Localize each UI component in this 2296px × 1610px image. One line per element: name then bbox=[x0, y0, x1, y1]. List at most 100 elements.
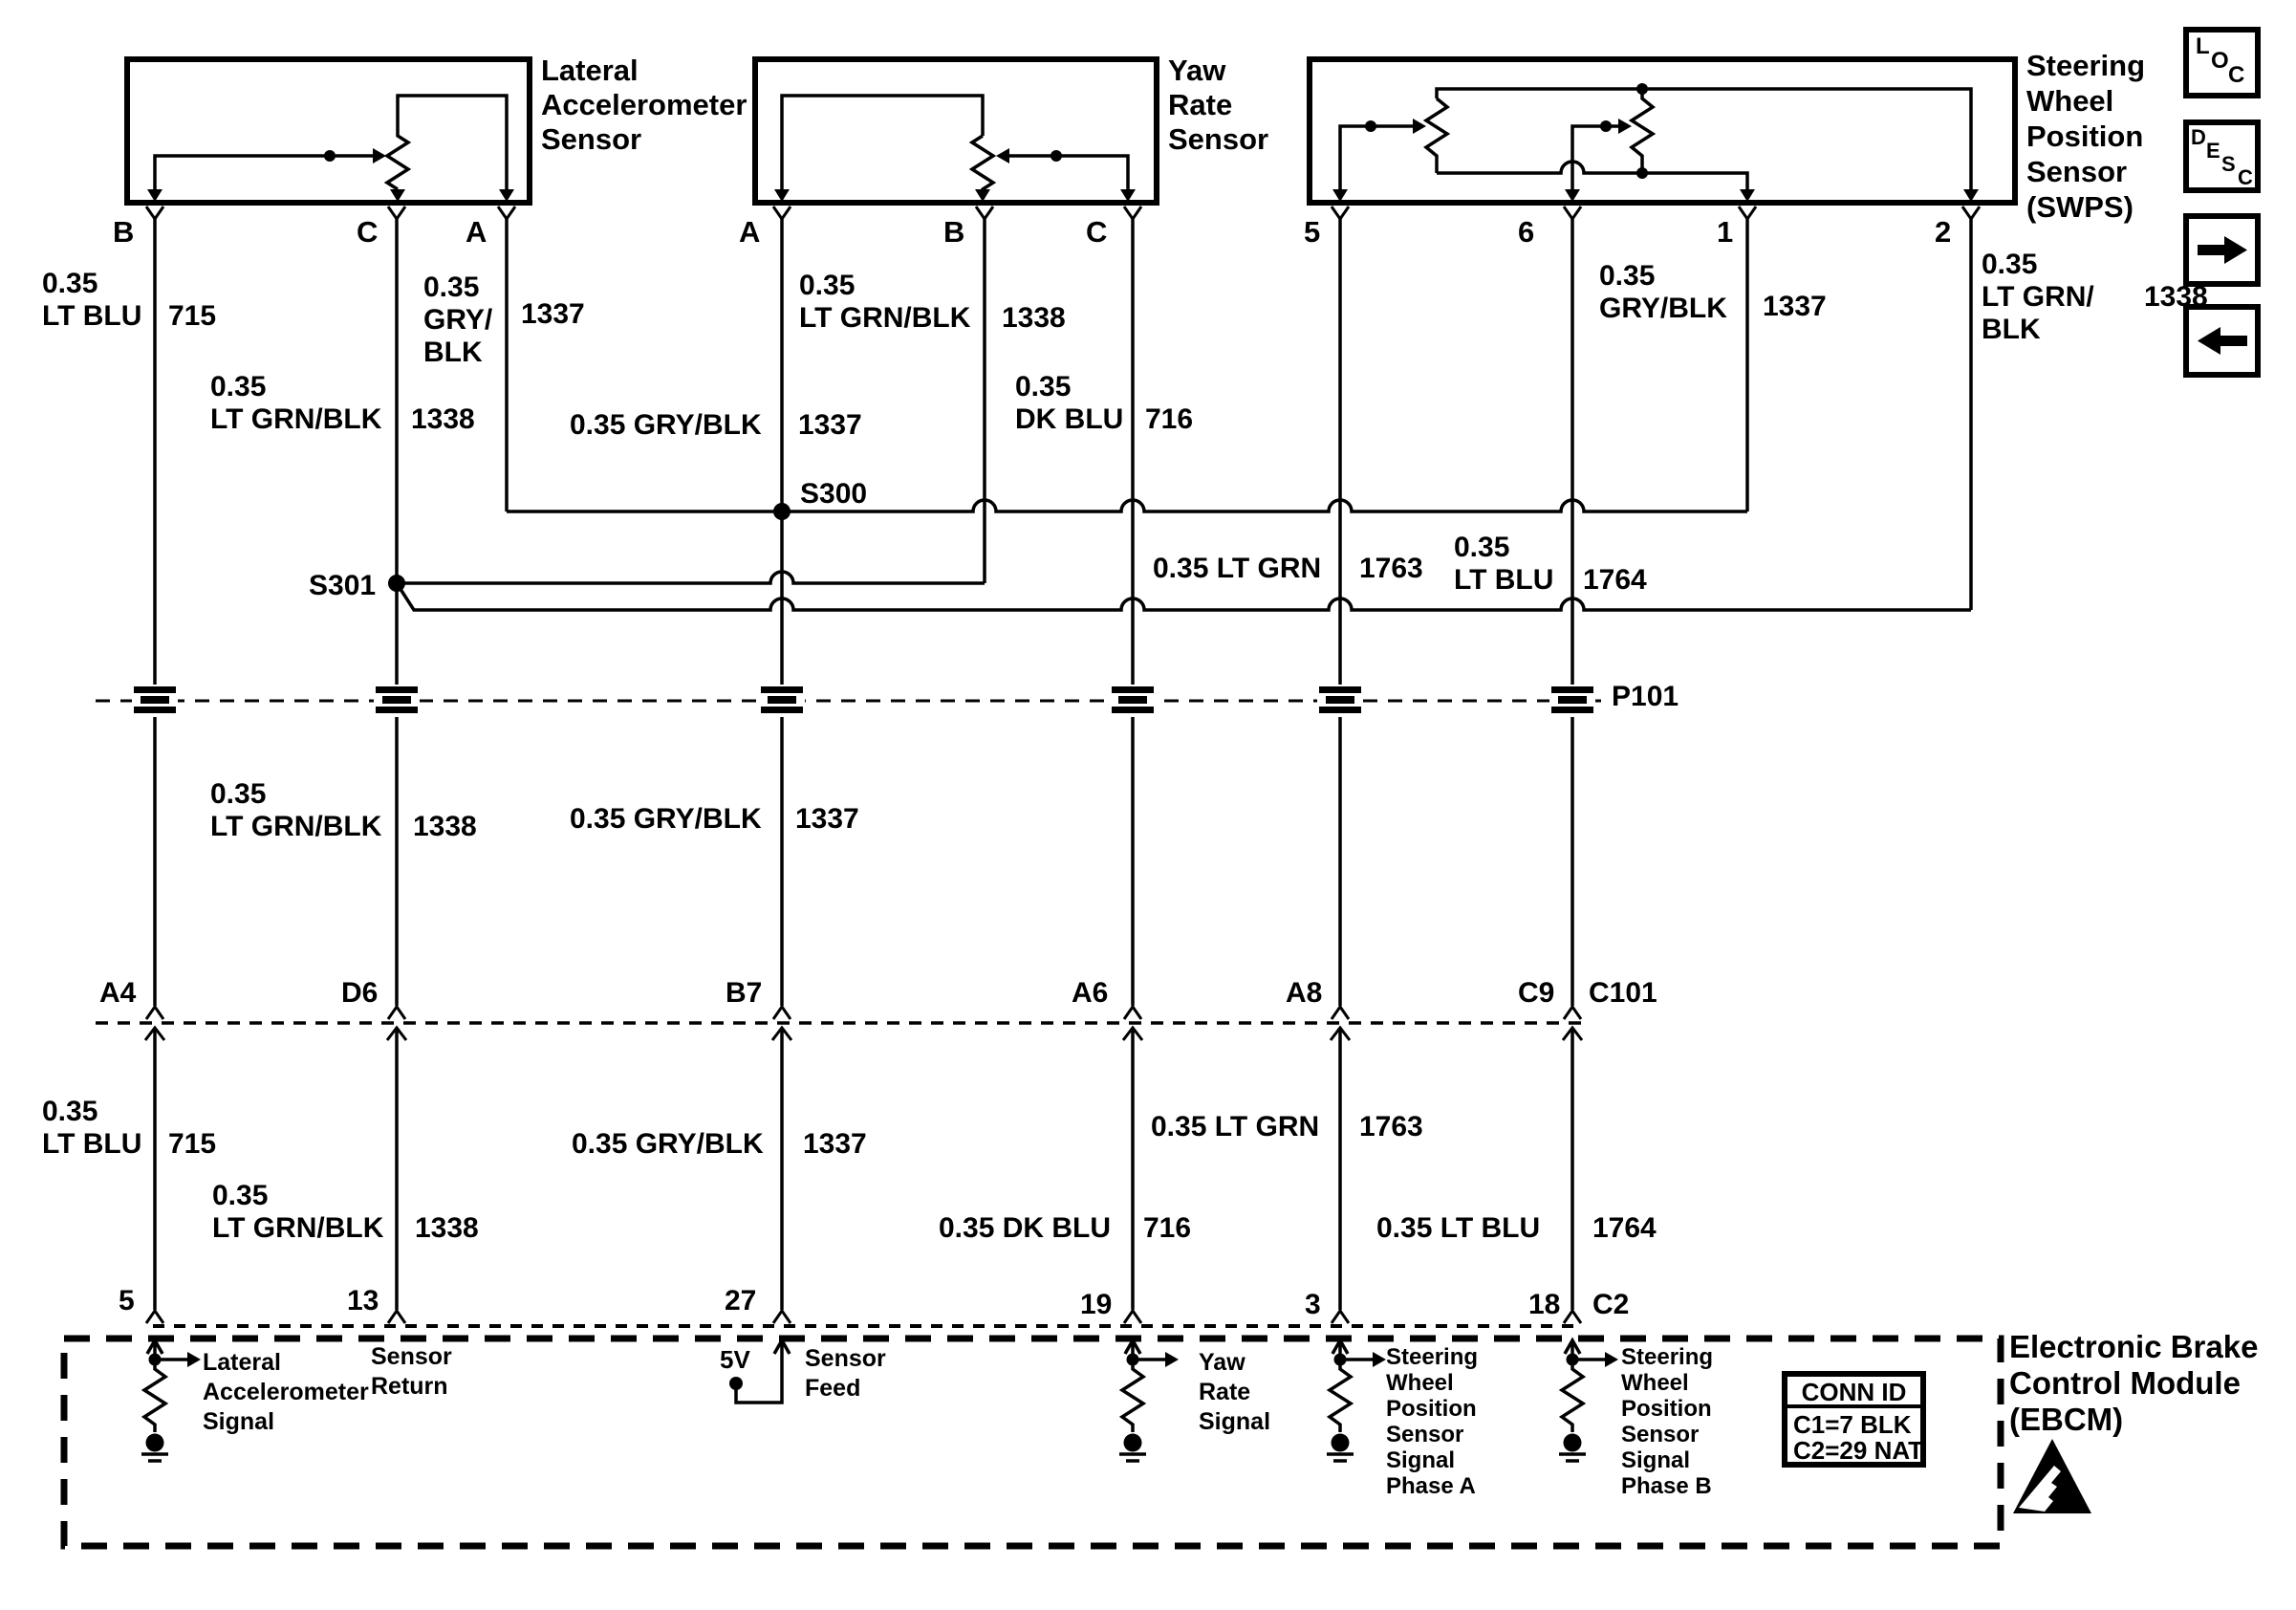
ebcm-sensor-return: Sensor Return bbox=[371, 1343, 452, 1400]
mid-1338-num: 1338 bbox=[413, 811, 477, 842]
inline-connector-icon-p101 bbox=[132, 685, 1595, 717]
c101-pin-a6: A6 bbox=[1072, 977, 1109, 1009]
mid-1337-color: 0.35 GRY/BLK bbox=[570, 803, 762, 835]
low-1764-color: 0.35 LT BLU bbox=[1376, 1212, 1541, 1244]
low-716-color: 0.35 DK BLU bbox=[939, 1212, 1112, 1244]
wire-1764-num: 1764 bbox=[1583, 564, 1647, 596]
ebcm-swps-phase-b: Steering Wheel Position Sensor Signal Ph… bbox=[1621, 1344, 1714, 1499]
lateral-pin-a: A bbox=[466, 215, 487, 249]
wire-716-color: 0.35 DK BLU bbox=[1015, 371, 1124, 435]
lateral-sensor-internals bbox=[153, 94, 509, 197]
low-1337-color: 0.35 GRY/BLK bbox=[572, 1128, 764, 1160]
wire-1338-yaw-color: 0.35 LT GRN/BLK bbox=[799, 270, 971, 334]
loc-box-icon bbox=[2183, 27, 2261, 98]
back-arrow-box bbox=[2183, 304, 2261, 378]
low-1338-num: 1338 bbox=[415, 1212, 479, 1244]
lateral-pin-b: B bbox=[113, 215, 135, 249]
c101-connector-chevrons bbox=[143, 1004, 1584, 1041]
wire-715-color: 0.35 LT BLU bbox=[42, 268, 142, 332]
ebcm-5v: 5V bbox=[720, 1345, 750, 1374]
ebcm-box bbox=[60, 1335, 2004, 1550]
yaw-pin-a: A bbox=[739, 215, 761, 249]
sensor-pin-chevrons bbox=[144, 206, 1982, 222]
esd-warning-icon bbox=[2013, 1439, 2091, 1513]
splice-rails bbox=[395, 498, 1971, 612]
splice-s300: S300 bbox=[800, 478, 868, 510]
wire-1338-lat-num: 1338 bbox=[411, 403, 475, 435]
low-1763-num: 1763 bbox=[1359, 1111, 1423, 1142]
ebcm-sensor-feed: Sensor Feed bbox=[805, 1345, 886, 1402]
yaw-sensor-title: Yaw Rate Sensor bbox=[1168, 54, 1269, 156]
loc-letter-l: L bbox=[2196, 33, 2210, 59]
yaw-sensor-arrows bbox=[774, 148, 1136, 202]
wire-715-num: 715 bbox=[168, 300, 217, 332]
yaw-pin-b: B bbox=[943, 215, 965, 249]
ebcm-pin-5: 5 bbox=[119, 1285, 135, 1316]
swps-sensor-title: Steering Wheel Position Sensor (SWPS) bbox=[2026, 49, 2146, 224]
low-1338-color: 0.35 LT GRN/BLK bbox=[212, 1180, 384, 1244]
swps-pin-6: 6 bbox=[1518, 215, 1535, 249]
lateral-sensor-title: Lateral Accelerometer Sensor bbox=[541, 54, 747, 156]
back-arrow-icon bbox=[2198, 327, 2247, 355]
desc-letter-d: D bbox=[2191, 125, 2206, 149]
desc-letter-e: E bbox=[2206, 139, 2220, 163]
c101-pin-b7: B7 bbox=[726, 977, 763, 1009]
wire-1337-swps-num: 1337 bbox=[1763, 291, 1827, 322]
low-1763-color: 0.35 LT GRN bbox=[1151, 1111, 1320, 1142]
mid-1338-color: 0.35 LT GRN/BLK bbox=[210, 778, 382, 842]
wire-1337-s300-num: 1337 bbox=[798, 409, 862, 441]
ebcm-lateral-accel-signal: Lateral Accelerometer Signal bbox=[203, 1349, 369, 1435]
swps-pin-5: 5 bbox=[1304, 215, 1321, 249]
splice-dot-icon bbox=[388, 503, 791, 592]
ebcm-pin-13: 13 bbox=[347, 1285, 379, 1316]
wire-1337-swps-color: 0.35 GRY/BLK bbox=[1599, 260, 1727, 324]
ebcm-title: Electronic Brake Control Module (EBCM) bbox=[2009, 1329, 2259, 1437]
wire-1763-color: 0.35 LT GRN bbox=[1153, 553, 1322, 584]
conn-id-row-c2: C2=29 NAT bbox=[1793, 1436, 1924, 1465]
connector-p101-label: P101 bbox=[1612, 681, 1679, 712]
loc-letter-o: O bbox=[2211, 48, 2229, 74]
yaw-sensor-internals bbox=[780, 94, 1130, 197]
low-715-num: 715 bbox=[168, 1128, 217, 1160]
ebcm-pin-3: 3 bbox=[1305, 1289, 1321, 1320]
loc-letter-c: C bbox=[2228, 62, 2245, 88]
ebcm-conn-c2: C2 bbox=[1592, 1289, 1630, 1320]
conn-id-header: CONN ID bbox=[1801, 1378, 1907, 1406]
lateral-sensor-box bbox=[124, 56, 532, 206]
conn-id-box bbox=[1782, 1371, 1926, 1468]
wire-1338-yaw-num: 1338 bbox=[1002, 302, 1066, 334]
ebcm-yaw-rate-signal: Yaw Rate Signal bbox=[1199, 1349, 1271, 1435]
desc-letter-s: S bbox=[2221, 152, 2236, 176]
yaw-sensor-box bbox=[752, 56, 1159, 206]
forward-arrow-box bbox=[2183, 213, 2261, 287]
yaw-pin-c: C bbox=[1086, 215, 1108, 249]
c101-pin-d6: D6 bbox=[341, 977, 379, 1009]
c101-pin-a8: A8 bbox=[1286, 977, 1323, 1009]
wire-1338-swps-num: 1338 bbox=[2144, 281, 2208, 313]
swps-sensor-internals bbox=[1338, 87, 1973, 197]
low-1337-num: 1337 bbox=[803, 1128, 867, 1160]
ebcm-pin-18: 18 bbox=[1528, 1289, 1561, 1320]
side-icon-boxes bbox=[2183, 27, 2261, 378]
low-715-color: 0.35 LT BLU bbox=[42, 1096, 142, 1160]
wire-verticals bbox=[153, 219, 1973, 1310]
low-716-num: 716 bbox=[1143, 1212, 1192, 1244]
swps-sensor-arrows bbox=[1332, 83, 1979, 202]
wire-1337-lat-num: 1337 bbox=[521, 298, 585, 330]
wire-1338-lat-color: 0.35 LT GRN/BLK bbox=[210, 371, 382, 435]
wire-1763-num: 1763 bbox=[1359, 553, 1423, 584]
lateral-sensor-arrows bbox=[147, 148, 514, 202]
splice-s301: S301 bbox=[309, 570, 377, 601]
forward-arrow-icon bbox=[2198, 236, 2247, 264]
ground-icon bbox=[145, 1433, 1582, 1452]
desc-letter-c: C bbox=[2238, 165, 2253, 189]
conn-id-row-c1: C1=7 BLK bbox=[1793, 1410, 1912, 1439]
c2-connector-chevrons bbox=[144, 1308, 1583, 1324]
low-1764-num: 1764 bbox=[1592, 1212, 1657, 1244]
ebcm-internal-dots-arrows bbox=[145, 1352, 1618, 1452]
lateral-pin-c: C bbox=[357, 215, 379, 249]
ebcm-pin-27: 27 bbox=[725, 1285, 757, 1316]
swps-pin-2: 2 bbox=[1935, 215, 1952, 249]
